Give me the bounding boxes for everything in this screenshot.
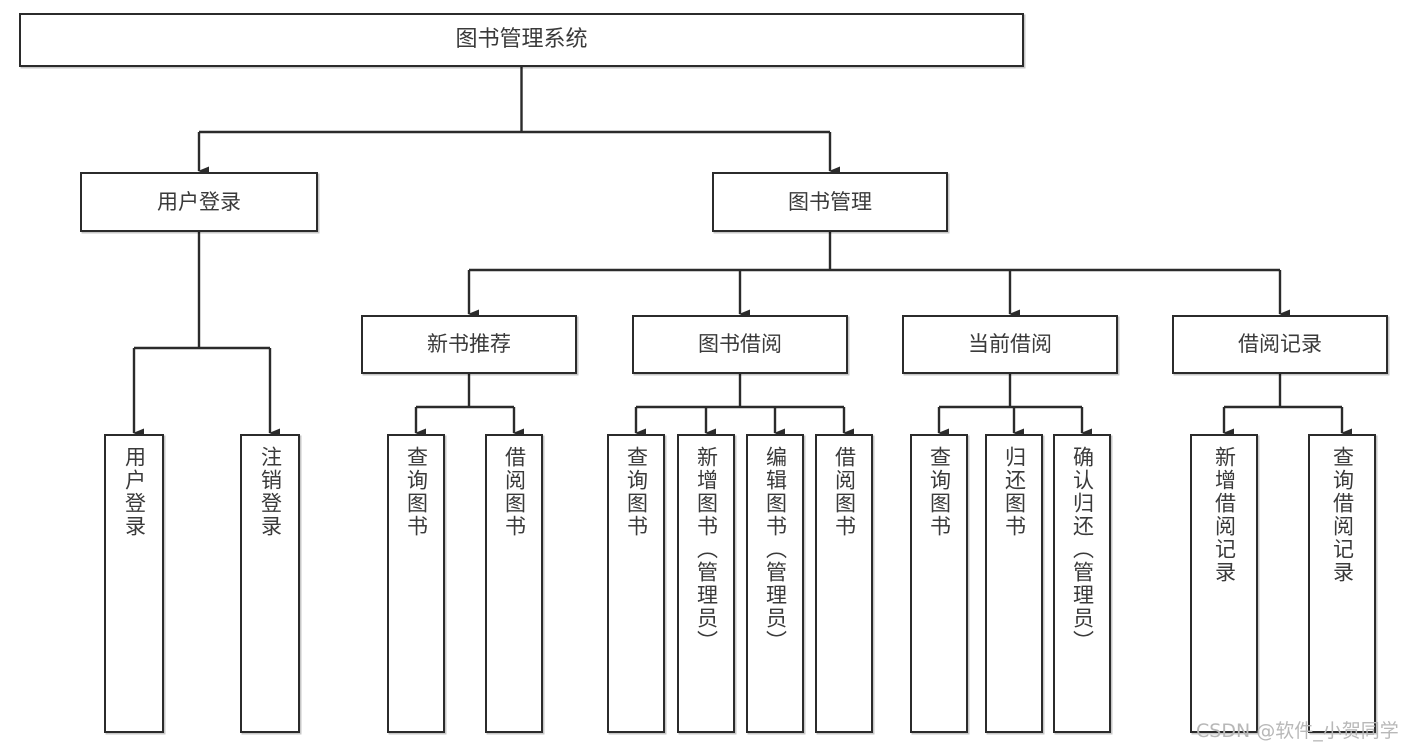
node-current-borrow-label: 当前借阅: [968, 332, 1052, 357]
node-leaf-query-book-1[interactable]: 查询图书: [387, 434, 445, 733]
node-new-book-recommend-label: 新书推荐: [427, 332, 511, 357]
node-leaf-query-book-2[interactable]: 查询图书: [607, 434, 665, 733]
node-leaf-query-book-3-label: 查询图书: [927, 446, 952, 538]
node-book-manage[interactable]: 图书管理: [712, 172, 948, 232]
node-leaf-query-book-3[interactable]: 查询图书: [910, 434, 968, 733]
node-current-borrow[interactable]: 当前借阅: [902, 315, 1118, 374]
node-user-login-label: 用户登录: [157, 189, 241, 214]
node-root-label: 图书管理系统: [455, 27, 588, 53]
node-borrow-record-label: 借阅记录: [1238, 332, 1322, 357]
node-leaf-confirm-return-label: 确认归还（管理员）: [1070, 446, 1095, 653]
node-borrow-record[interactable]: 借阅记录: [1172, 315, 1388, 374]
node-leaf-user-login-label: 用户登录: [122, 446, 147, 538]
node-leaf-confirm-return[interactable]: 确认归还（管理员）: [1053, 434, 1111, 733]
node-leaf-edit-book-label: 编辑图书（管理员）: [763, 446, 788, 653]
node-leaf-add-book-label: 新增图书（管理员）: [694, 446, 719, 653]
node-leaf-add-record-label: 新增借阅记录: [1212, 446, 1237, 584]
node-root[interactable]: 图书管理系统: [19, 13, 1024, 67]
node-leaf-return-book[interactable]: 归还图书: [985, 434, 1043, 733]
node-leaf-user-login[interactable]: 用户登录: [104, 434, 164, 733]
node-leaf-add-record[interactable]: 新增借阅记录: [1190, 434, 1258, 733]
node-leaf-borrow-book-1[interactable]: 借阅图书: [485, 434, 543, 733]
csdn-watermark: CSDN @软件_小贺同学: [1196, 720, 1399, 742]
node-leaf-borrow-book-1-label: 借阅图书: [502, 446, 527, 538]
node-leaf-logout[interactable]: 注销登录: [240, 434, 300, 733]
node-user-login[interactable]: 用户登录: [80, 172, 318, 232]
node-leaf-query-book-2-label: 查询图书: [624, 446, 649, 538]
node-leaf-query-book-1-label: 查询图书: [404, 446, 429, 538]
node-leaf-borrow-book-2[interactable]: 借阅图书: [815, 434, 873, 733]
node-book-borrow[interactable]: 图书借阅: [632, 315, 848, 374]
node-leaf-logout-label: 注销登录: [258, 446, 283, 538]
node-leaf-edit-book[interactable]: 编辑图书（管理员）: [746, 434, 804, 733]
node-new-book-recommend[interactable]: 新书推荐: [361, 315, 577, 374]
node-leaf-return-book-label: 归还图书: [1002, 446, 1027, 538]
node-book-manage-label: 图书管理: [788, 189, 872, 214]
node-leaf-query-record[interactable]: 查询借阅记录: [1308, 434, 1376, 733]
node-book-borrow-label: 图书借阅: [698, 332, 782, 357]
node-leaf-borrow-book-2-label: 借阅图书: [832, 446, 857, 538]
node-leaf-query-record-label: 查询借阅记录: [1330, 446, 1355, 584]
node-leaf-add-book[interactable]: 新增图书（管理员）: [677, 434, 735, 733]
